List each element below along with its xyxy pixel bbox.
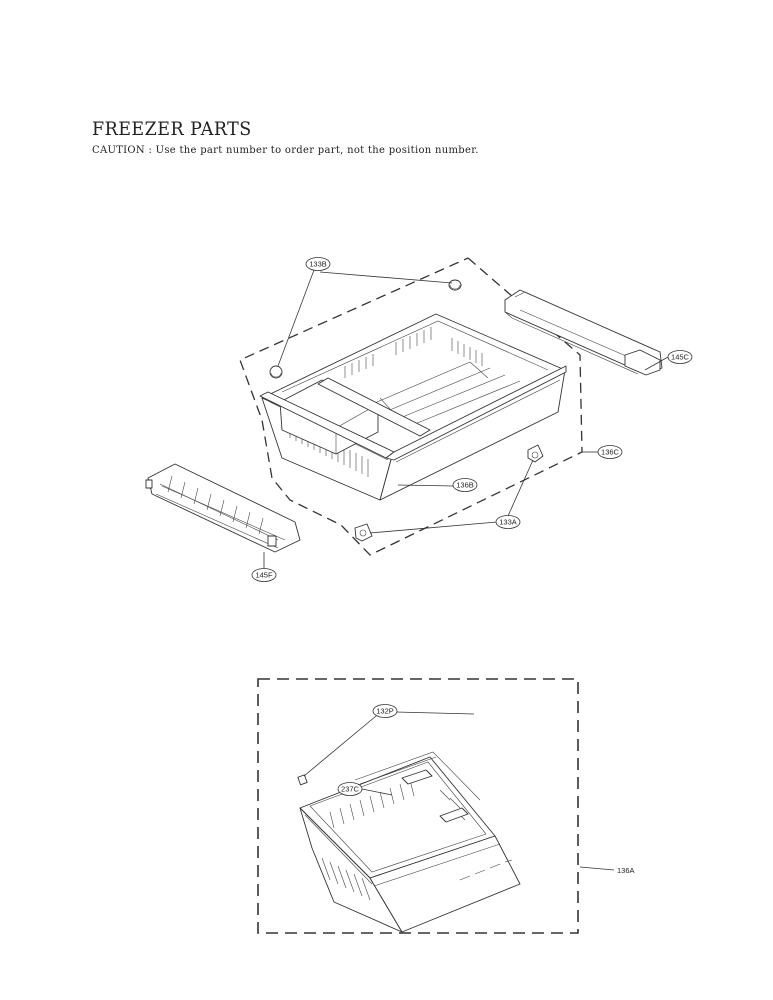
- svg-text:237C: 237C: [341, 785, 360, 794]
- page-title: FREEZER PARTS: [92, 118, 252, 140]
- leader-lines-lower: [303, 711, 615, 871]
- stopper-133a-right: [527, 444, 544, 463]
- svg-text:136B: 136B: [456, 481, 474, 490]
- freezer-basket: [299, 751, 521, 933]
- callout-136a: 136A: [617, 866, 635, 875]
- svg-text:133A: 133A: [499, 518, 517, 527]
- stopper-133b-left: [269, 365, 283, 379]
- callout-237c: 237C: [337, 782, 363, 796]
- part-132p: [297, 774, 308, 786]
- leader-lines-upper: [263, 269, 669, 568]
- svg-text:136A: 136A: [617, 866, 635, 875]
- freezer-drawer: [259, 313, 567, 501]
- svg-text:145C: 145C: [671, 353, 690, 362]
- svg-text:132P: 132P: [376, 707, 394, 716]
- callout-133a: 133A: [495, 515, 521, 529]
- callout-136b: 136B: [452, 478, 478, 492]
- assembly-boundary-lower: [257, 678, 579, 934]
- callout-145f: 145F: [251, 568, 277, 582]
- svg-text:136C: 136C: [601, 448, 620, 457]
- svg-text:145F: 145F: [255, 571, 273, 580]
- stopper-133b-top: [448, 279, 462, 291]
- callout-132p: 132P: [372, 704, 398, 718]
- stopper-133a-left: [354, 523, 373, 542]
- callout-145c: 145C: [667, 350, 693, 364]
- rail-145c: [504, 289, 663, 376]
- svg-text:133B: 133B: [309, 260, 327, 269]
- rail-145f: [145, 463, 301, 553]
- callout-133b: 133B: [305, 257, 331, 271]
- caution-note: CAUTION : Use the part number to order p…: [92, 145, 479, 156]
- callout-136c: 136C: [597, 445, 623, 459]
- assembly-boundary-upper: [239, 257, 583, 556]
